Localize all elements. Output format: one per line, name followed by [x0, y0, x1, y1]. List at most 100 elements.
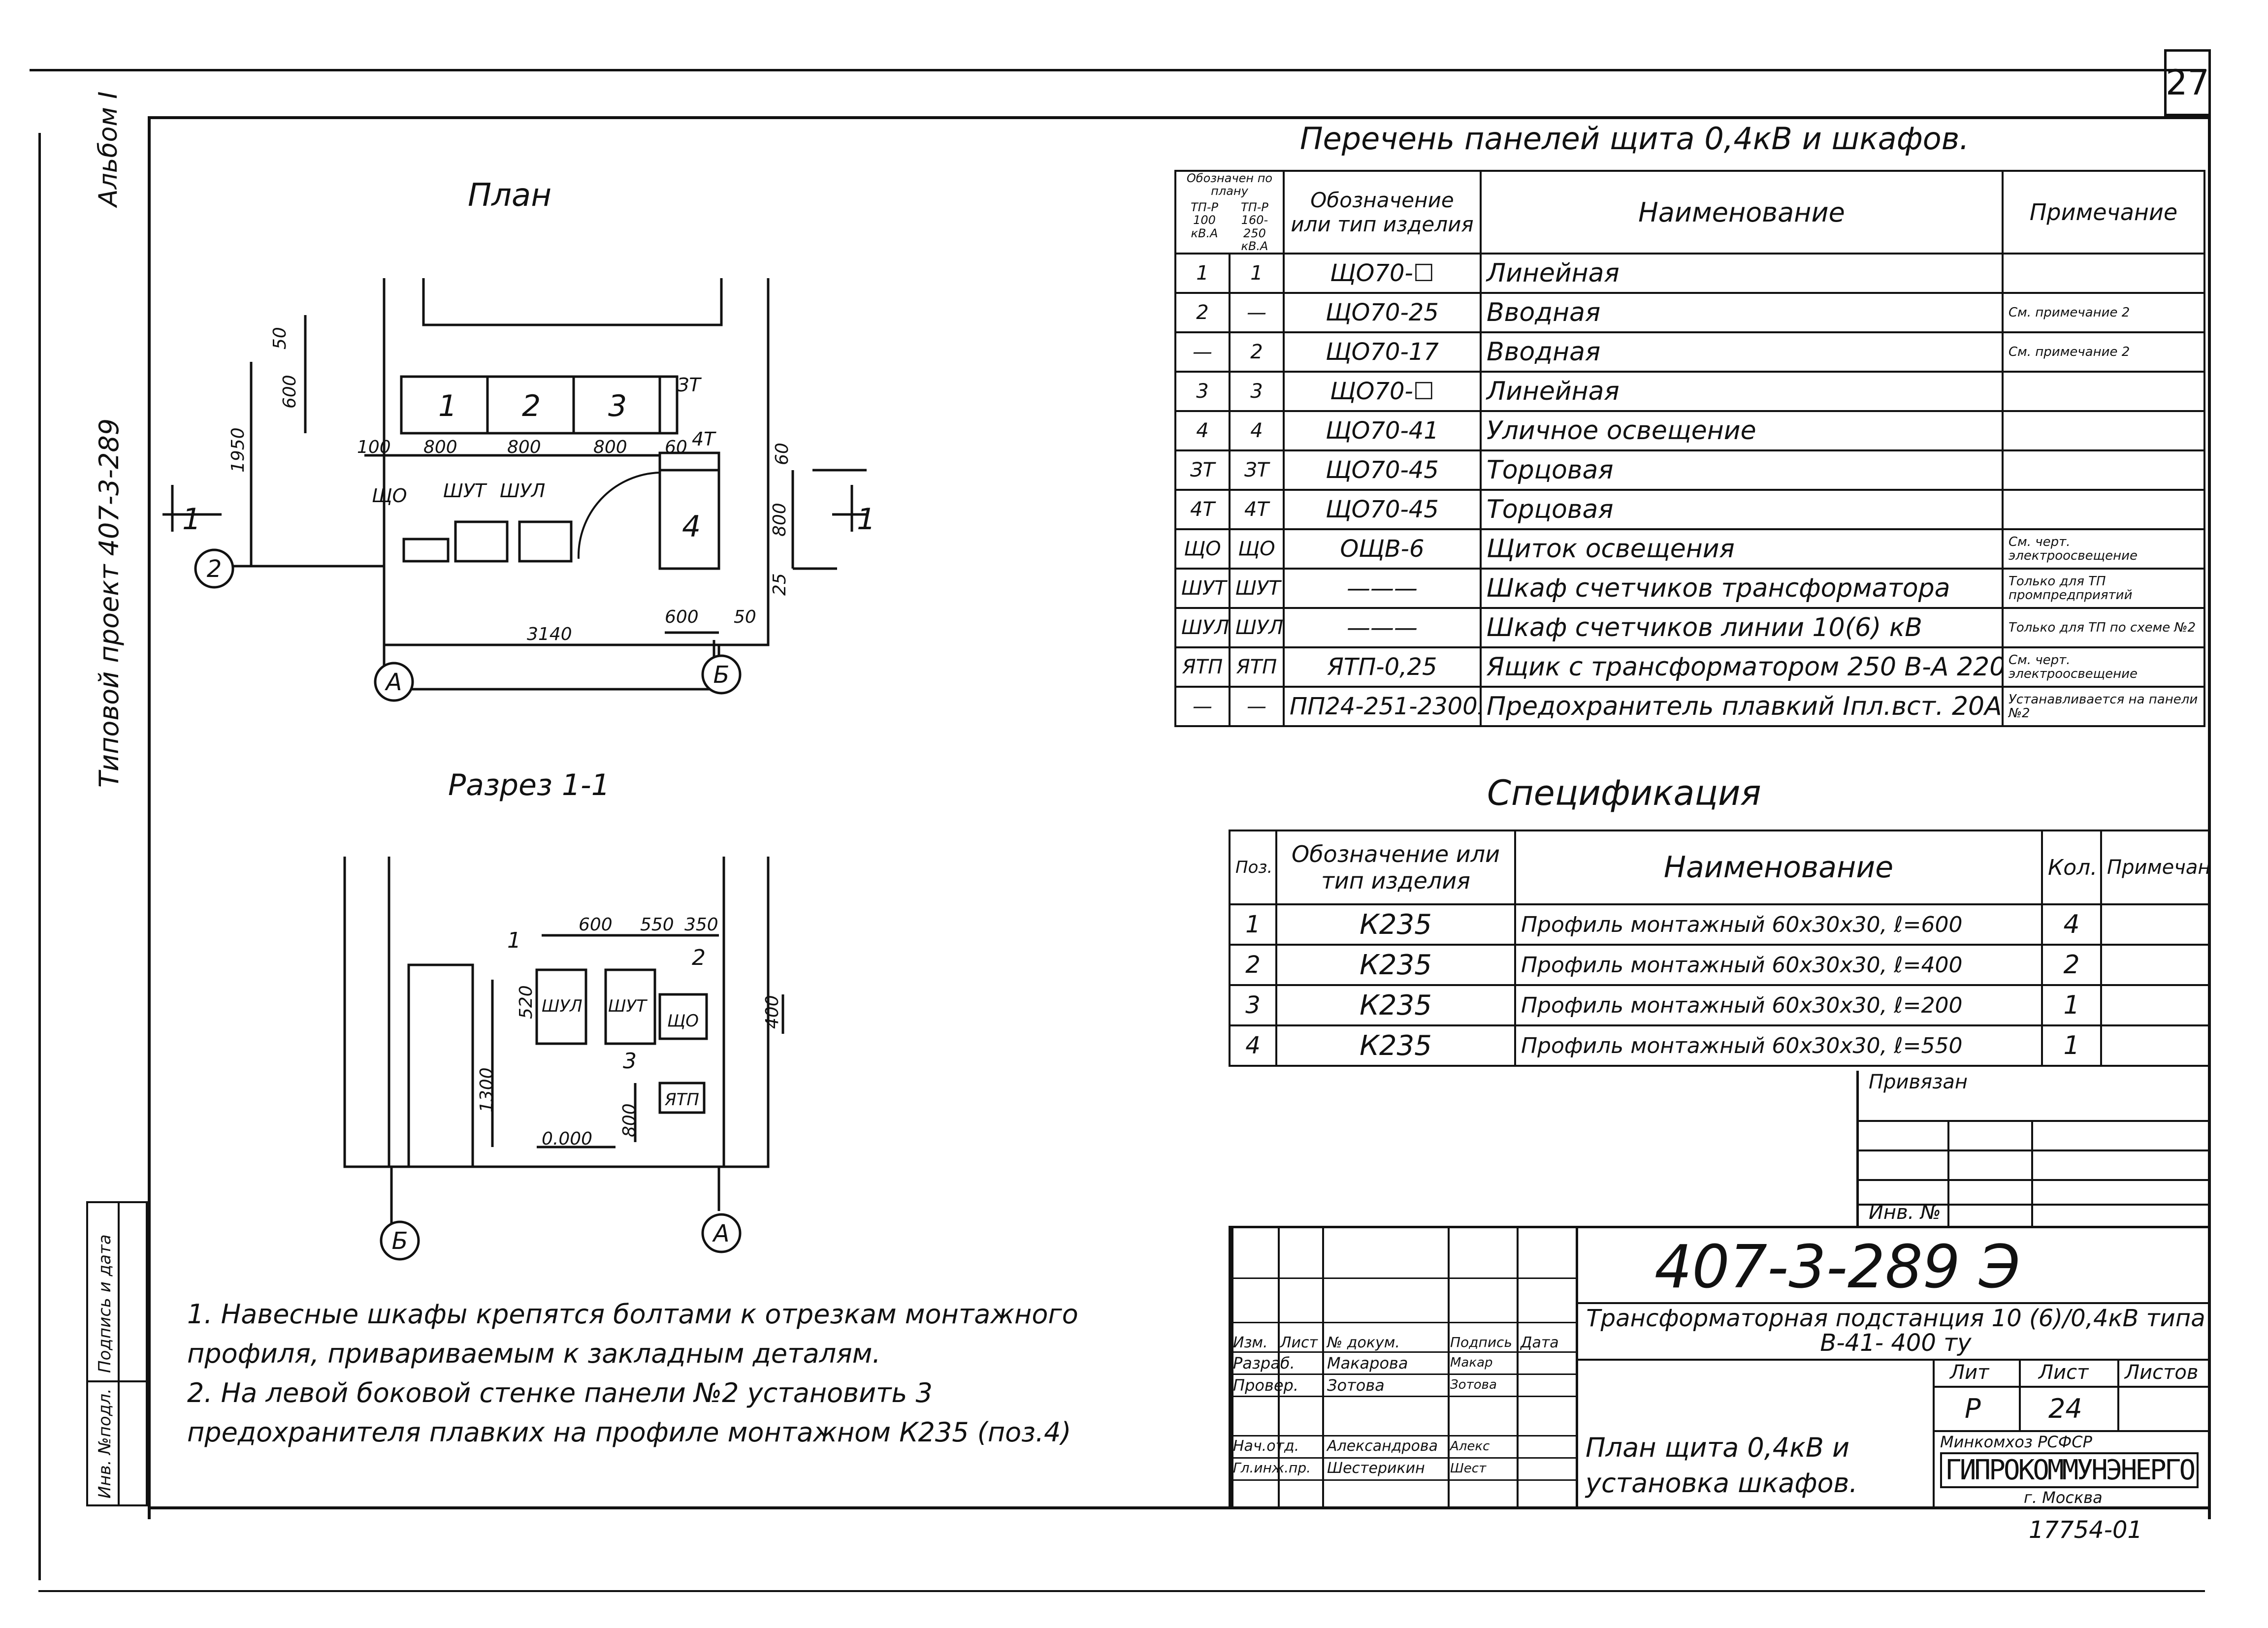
qty-cell: 1 — [2041, 984, 2102, 1026]
section-dim: 600 — [579, 915, 613, 935]
pos-cell: 3 — [1229, 984, 1277, 1026]
panels-table: Обозначен по плану ТП-Р 100 кВ.А ТП-Р 16… — [1174, 169, 2205, 728]
type-cell: ЩО70-17 — [1283, 331, 1482, 373]
header-cell: Обозначение или тип изделия — [1275, 830, 1516, 905]
note-cell: См. черт. электроосвещение — [2002, 646, 2205, 688]
section-dim: 1300 — [477, 1067, 497, 1113]
plan-dim: 100 — [357, 437, 391, 457]
header-cell: Примечание — [2002, 169, 2205, 255]
name-cell: Профиль монтажный 60х30х30, ℓ=550 — [1514, 1024, 2043, 1067]
sheet-title: План щита 0,4кВ и установка шкафов. — [1586, 1432, 1858, 1499]
section-dim: 800 — [619, 1103, 640, 1137]
section-title: Разрез 1-1 — [448, 768, 610, 802]
plan-mark-a: ЗТ — [1174, 449, 1231, 491]
name-cell: Вводная — [1480, 292, 2004, 334]
name-cell: Профиль монтажный 60х30х30, ℓ=400 — [1514, 944, 2043, 986]
signature: Алекс — [1450, 1439, 1490, 1454]
plan-panel-label: 4Т — [692, 428, 716, 450]
role-label: Гл.инж.пр. — [1233, 1460, 1311, 1476]
section-position: 1 — [507, 928, 521, 953]
col-header: № докум. — [1327, 1334, 1400, 1351]
name-cell: Торцовая — [1480, 449, 2004, 491]
object-name: Трансформаторная подстанция 10 (6)/0,4кВ… — [1586, 1305, 2205, 1357]
type-cell: ——— — [1283, 568, 1482, 609]
plan-mark-a: ЯТП — [1174, 646, 1231, 688]
plan-title: План — [468, 177, 552, 214]
plan-panel-label: ЗТ — [677, 374, 702, 396]
type-cell: К235 — [1275, 984, 1516, 1026]
doc-code: 407-3-289 Э — [1654, 1233, 2020, 1302]
sheet-number-box: 27 — [2164, 49, 2211, 116]
plan-dim: 800 — [770, 503, 790, 537]
plan-mark-a: ЩО — [1174, 528, 1231, 570]
note-2: 2. На левой боковой стенке панели №2 уст… — [187, 1377, 1071, 1448]
plan-dim: 3140 — [527, 624, 572, 644]
plan-mark-a: — — [1174, 686, 1231, 728]
person-name: Шестерикин — [1327, 1460, 1425, 1477]
org-top: Минкомхоз РСФСР — [1940, 1433, 2092, 1451]
type-cell: ОЩВ-6 — [1283, 528, 1482, 570]
name-cell: Торцовая — [1480, 489, 2004, 531]
plan-mark-b: — — [1229, 686, 1285, 728]
plan-device-label: ШУЛ — [500, 480, 545, 502]
header-cell: Наименование — [1514, 830, 2043, 905]
name-cell: Линейная — [1480, 371, 2004, 413]
note-1: 1. Навесные шкафы крепятся болтами к отр… — [187, 1299, 1078, 1369]
type-cell: К235 — [1275, 944, 1516, 986]
notes: 1. Навесные шкафы крепятся болтами к отр… — [187, 1295, 1123, 1452]
plan-mark-b: ЗТ — [1229, 449, 1285, 491]
section-mark-left: 1 — [182, 502, 201, 537]
page-bottom-edge — [38, 1590, 2205, 1592]
name-cell: Предохранитель плавкий Iпл.вст. 20А — [1480, 686, 2004, 728]
section-position: 3 — [623, 1049, 637, 1074]
person-name: Александрова — [1327, 1437, 1438, 1455]
section-label: ШУЛ — [542, 996, 583, 1016]
inv-podl-label: Инв. №подл. — [95, 1388, 115, 1499]
pos-cell: 1 — [1229, 903, 1277, 946]
name-cell: Линейная — [1480, 253, 2004, 294]
type-cell: ЯТП-0,25 — [1283, 646, 1482, 688]
section-mark-right: 1 — [857, 502, 875, 537]
note-cell — [2002, 449, 2205, 491]
frame-right — [2208, 116, 2211, 1519]
plan-dim: 800 — [593, 437, 627, 457]
axis-label: Б — [713, 661, 730, 689]
plan-dim: 800 — [423, 437, 457, 457]
plan-mark-a: 3 — [1174, 371, 1231, 413]
person-name: Макарова — [1327, 1354, 1408, 1373]
plan-mark-b: ШУЛ — [1229, 607, 1285, 649]
note-cell: См. примечание 2 — [2002, 292, 2205, 334]
plan-device-label: ЩО — [372, 485, 407, 507]
spec-table: Поз. Обозначение или тип изделия Наимено… — [1229, 830, 2210, 1067]
note-cell: См. черт. электроосвещение — [2002, 528, 2205, 570]
list-label: Лист — [2039, 1361, 2089, 1384]
plan-mark-b: 2 — [1229, 331, 1285, 373]
plan-mark-a: — — [1174, 331, 1231, 373]
title-block: Изм. Лист № докум. Подпись Дата Разраб. … — [1229, 1226, 2211, 1509]
axis-label: А — [712, 1220, 730, 1247]
section-label: ЯТП — [664, 1090, 699, 1110]
header-cell: Кол. — [2041, 830, 2102, 905]
axis-label: А — [385, 669, 402, 696]
signature: Зотова — [1450, 1377, 1497, 1392]
plan-mark-b: ЩО — [1229, 528, 1285, 570]
note-cell — [2002, 489, 2205, 531]
name-cell: Шкаф счетчиков линии 10(6) кВ — [1480, 607, 2004, 649]
plan-dim: 600 — [280, 375, 300, 409]
plan-dim: 60 — [665, 437, 687, 457]
left-stamp: Инв. №подл. Подпись и дата — [86, 1201, 148, 1506]
pos-cell: 4 — [1229, 1024, 1277, 1067]
plan-mark-a: ШУЛ — [1174, 607, 1231, 649]
col-header: Подпись — [1450, 1334, 1512, 1350]
name-cell: Профиль монтажный 60х30х30, ℓ=600 — [1514, 903, 2043, 946]
role-label: Провер. — [1233, 1376, 1298, 1395]
header-cell: Наименование — [1480, 169, 2004, 255]
